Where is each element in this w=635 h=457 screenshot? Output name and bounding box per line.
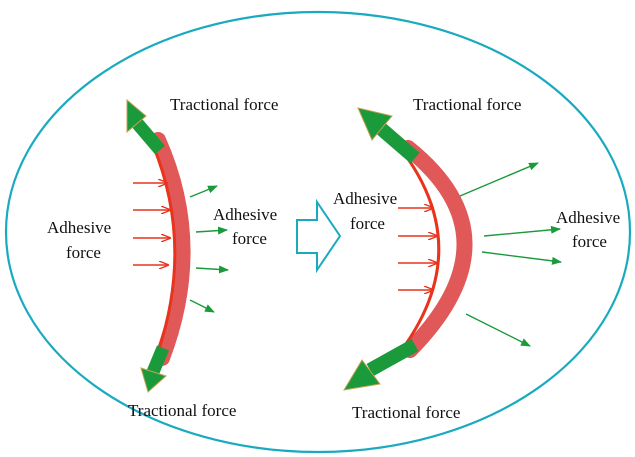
right-adhesive-label-line2: force (350, 214, 385, 233)
left-adhesive-out-arrow-2 (195, 226, 228, 235)
right-adhesive-out-arrow-1 (459, 162, 539, 197)
left-panel: Tractional force Tractional force Adhesi… (47, 95, 278, 420)
left-adhesive-label-line2: force (66, 243, 101, 262)
right-outward-adhesive-label-line2: force (572, 232, 607, 251)
left-bottom-traction-arrow (140, 345, 169, 393)
right-curved-band (400, 140, 473, 358)
left-bottom-traction-label: Tractional force (128, 401, 236, 420)
right-arrow-icon (296, 198, 342, 274)
left-adhesive-out-arrow-3 (195, 265, 229, 274)
left-adhesive-out-arrow-4 (189, 299, 215, 313)
right-outward-adhesive-label-line1: Adhesive (556, 208, 620, 227)
left-top-traction-arrow (126, 98, 165, 155)
right-adhesive-out-arrow-4 (465, 313, 531, 347)
right-bottom-traction-label: Tractional force (352, 403, 460, 422)
left-outward-adhesive-label-line1: Adhesive (213, 205, 277, 224)
left-adhesive-out-arrow-1 (189, 185, 218, 198)
left-top-traction-label: Tractional force (170, 95, 278, 114)
left-cell-edge (151, 144, 177, 353)
right-top-traction-label: Tractional force (413, 95, 521, 114)
right-adhesive-out-arrow-3 (481, 251, 562, 265)
left-adhesive-label-line1: Adhesive (47, 218, 111, 237)
right-adhesive-label-line1: Adhesive (333, 189, 397, 208)
right-adhesive-out-arrow-2 (483, 225, 561, 237)
right-bottom-traction-arrow (343, 338, 419, 391)
right-panel: Tractional force Tractional force Adhesi… (333, 95, 620, 422)
left-curved-band (150, 132, 191, 366)
right-top-traction-arrow (357, 107, 420, 164)
left-outward-adhesive-label-line2: force (232, 229, 267, 248)
cell-boundary-ellipse (4, 10, 632, 454)
